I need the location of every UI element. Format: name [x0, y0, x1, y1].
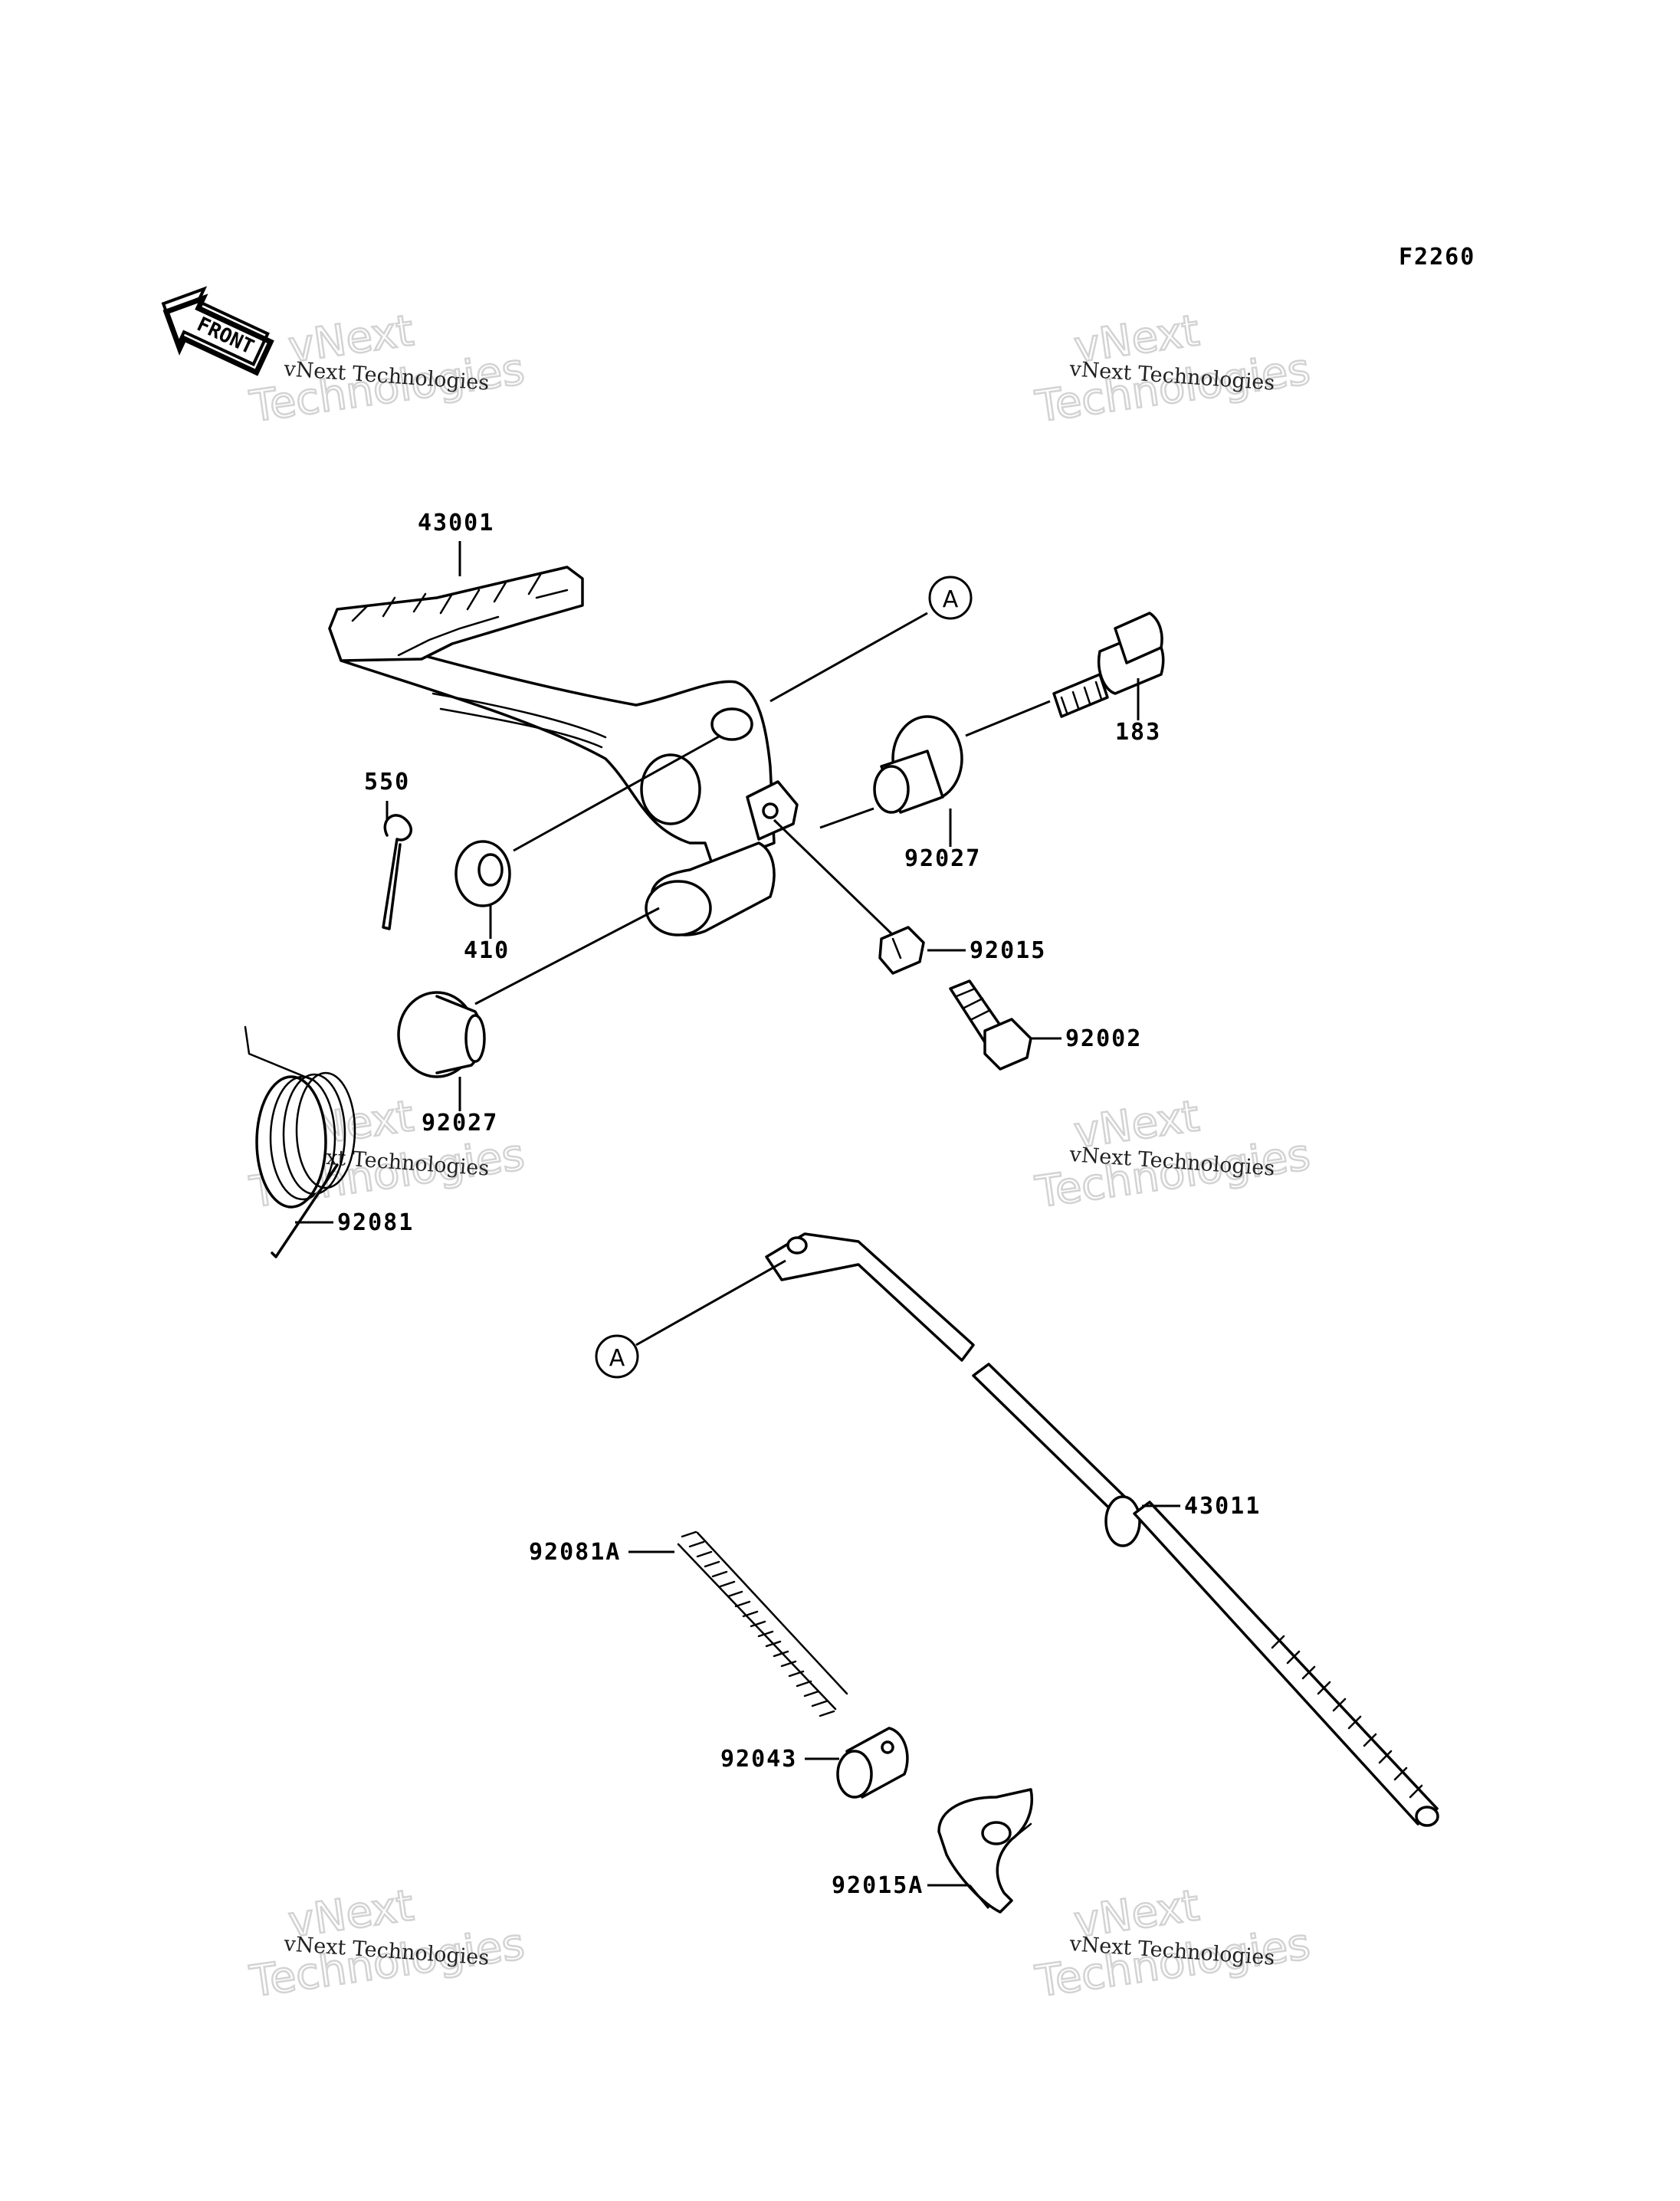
- label-43011: 43011: [1184, 1493, 1261, 1520]
- collar-92027-top: [873, 715, 963, 814]
- label-92002: 92002: [1065, 1025, 1142, 1052]
- watermark-top-left: vNext Technologies: [246, 305, 529, 433]
- washer-410: [454, 840, 511, 907]
- label-92081A: 92081A: [529, 1539, 621, 1566]
- bolt-183: [1052, 612, 1165, 718]
- spring-92081: [244, 1025, 356, 1258]
- spring-92081A: [677, 1530, 848, 1717]
- watermark-bottom-right: vNext Technologies: [1032, 1880, 1314, 2008]
- svg-text:A: A: [943, 586, 959, 613]
- cotter-pin-550: [382, 814, 412, 930]
- label-183: 183: [1115, 719, 1161, 746]
- figure-code: F2260: [1399, 244, 1475, 271]
- nut-92015: [878, 926, 925, 975]
- brake-rod-43011: [765, 1232, 1439, 1827]
- watermark-mid-right: vNext Technologies: [1032, 1091, 1314, 1219]
- watermark-bottom-left: vNext Technologies: [246, 1880, 529, 2008]
- label-43001: 43001: [418, 510, 494, 536]
- watermark-top-right: vNext Technologies: [1032, 305, 1314, 433]
- wing-nut-92015A: [937, 1788, 1033, 1914]
- label-92015A: 92015A: [832, 1872, 924, 1899]
- collar-92027-bottom: [397, 991, 486, 1078]
- label-92015: 92015: [970, 937, 1046, 964]
- ref-marker-bottom: A: [595, 1334, 639, 1379]
- ref-marker-top: A: [928, 576, 973, 620]
- bolt-92002: [949, 979, 1032, 1071]
- pin-92043: [836, 1727, 909, 1799]
- label-92081: 92081: [337, 1209, 414, 1236]
- front-arrow-icon: FRONT: [161, 286, 274, 376]
- label-410: 410: [464, 937, 510, 964]
- brake-pedal: [328, 566, 799, 936]
- label-92027-top: 92027: [904, 845, 981, 872]
- label-92043: 92043: [720, 1746, 797, 1773]
- label-92027-bottom: 92027: [422, 1110, 498, 1137]
- leader-lines: [295, 541, 1180, 1909]
- label-550: 550: [364, 769, 410, 795]
- svg-text:A: A: [609, 1345, 625, 1372]
